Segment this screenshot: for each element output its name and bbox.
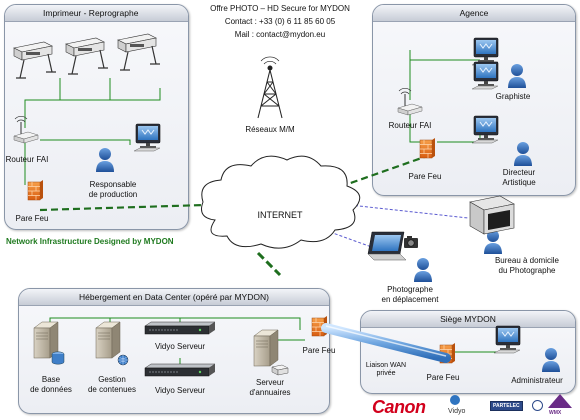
label-responsable: Responsable de production [78,180,148,199]
printer-icon-3 [117,33,161,71]
tower-icon [257,56,283,119]
label-vidyo-1: Vidyo Serveur [154,342,206,351]
label-responsable-2: de production [88,189,138,199]
label-photographe: Photographe en déplacement [375,285,445,304]
label-graphiste: Graphiste [495,92,531,101]
label-gestion-1: Gestion [98,375,126,384]
label-internet: INTERNET [257,210,303,220]
logo-vidyo-mark [450,395,460,405]
user-icon-photographe [414,258,432,282]
label-database-1: Base [41,375,61,384]
label-responsable-1: Responsable [89,180,137,189]
label-annuaire-1: Serveur [255,378,284,387]
label-wan: Liaison WAN privée [362,362,410,378]
server-icon-annuaire [253,329,279,367]
database-icon [51,351,65,365]
computer-icon-graphiste [471,61,499,90]
label-annuaire-2: d'annuaires [249,387,291,397]
user-icon-responsable [96,148,114,172]
printer-icon-1 [13,41,57,79]
panel-title-agence: Agence [373,5,575,22]
tagline: Network Infrastructure Designed by MYDON [6,237,174,246]
book-icon [271,364,289,376]
logo-wmx: WMX [549,410,562,416]
contact-phone: Contact : +33 (0) 6 11 85 60 05 [224,17,336,26]
cloud-icon [201,155,361,249]
wan-tube-icon [321,323,451,363]
server-icon-gestion [95,321,121,359]
logo-partelec-mark [532,400,543,411]
label-parefeu-datacenter: Pare Feu [302,346,336,355]
contact-title: Offre PHOTO – HD Secure for MYDON [210,4,350,13]
links-imprimeur [24,78,161,185]
globe-icon [117,354,129,366]
firewall-icon-agence [419,137,436,159]
label-parefeu-siege: Pare Feu [426,373,460,382]
label-directeur-2: Artistique [502,177,536,187]
computer-icon-agence-1 [471,37,499,66]
logo-vidyo: Vidyo [448,408,466,415]
computer-icon-responsable [133,123,161,152]
firewall-icon-imprimeur [27,179,44,201]
rack-server-icon-1 [144,321,216,335]
label-photographe-2: en déplacement [381,294,439,304]
label-bureau-1: Bureau à domicile [494,256,560,265]
label-bureau-2: du Photographe [498,265,556,275]
rack-server-icon-2 [144,363,216,377]
label-reseaux: Réseaux M/M [245,125,295,134]
label-vidyo-2: Vidyo Serveur [154,386,206,395]
printer-icon-2 [65,37,109,75]
panel-title-siege: Siège MYDON [361,311,575,328]
label-gestion-2: de contenues [87,384,137,394]
logo-canon: Canon [372,397,426,417]
label-database: Base de données [26,375,76,394]
label-wan-2: privée [376,370,396,377]
label-routeur-agence: Routeur FAI [388,121,432,130]
label-routeur-imprimeur: Routeur FAI [5,155,49,164]
label-database-2: de données [30,384,72,394]
label-administrateur: Administrateur [511,376,563,385]
contact-block: Offre PHOTO – HD Secure for MYDON Contac… [190,2,370,41]
label-directeur-1: Directeur [502,168,536,177]
laptop-icon [367,231,407,261]
crt-monitor-icon [469,195,515,235]
label-parefeu-imprimeur: Pare Feu [15,214,49,223]
internet-links [39,153,469,277]
user-icon-graphiste [508,64,526,88]
computer-icon-directeur [471,115,499,144]
label-gestion: Gestion de contenues [84,375,140,394]
contact-mail: Mail : contact@mydon.eu [234,30,326,39]
label-photographe-1: Photographe [387,285,433,294]
logo-partelec: PARTELEC [490,401,523,411]
label-annuaire: Serveur d'annuaires [240,378,300,397]
label-parefeu-agence: Pare Feu [408,172,442,181]
user-icon-directeur [514,142,532,166]
label-bureau: Bureau à domicile du Photographe [482,256,572,275]
panel-title-datacenter: Hébergement en Data Center (opéré par MY… [19,289,329,306]
user-icon-administrateur [542,348,560,372]
logo-wmx-mark [548,394,572,408]
computer-icon-administrateur [493,325,521,354]
camera-icon [404,236,418,248]
label-directeur: Directeur Artistique [494,168,544,187]
label-wan-1: Liaison WAN [365,362,407,369]
panel-title-imprimeur: Imprimeur - Reprographe [5,5,188,22]
panel-agence: Agence [372,4,576,196]
router-icon-imprimeur [13,115,39,144]
